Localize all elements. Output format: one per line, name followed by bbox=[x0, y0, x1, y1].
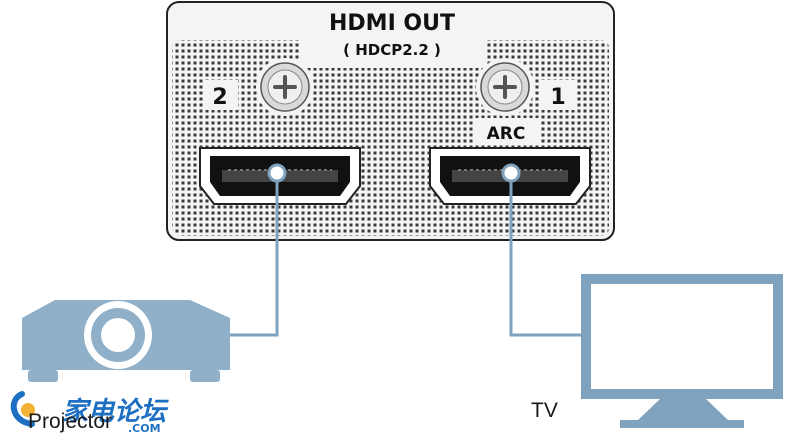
panel-subtitle: ( HDCP2.2 ) bbox=[343, 41, 441, 59]
watermark-swirl-icon bbox=[10, 391, 35, 427]
cable-to-projector bbox=[230, 163, 287, 337]
panel-title: HDMI OUT bbox=[329, 11, 455, 36]
svg-text:家电论坛: 家电论坛 bbox=[62, 397, 169, 427]
screw-icon bbox=[256, 58, 314, 116]
tv-icon bbox=[581, 274, 783, 428]
arc-label: ARC bbox=[487, 124, 526, 144]
svg-text:.COM: .COM bbox=[128, 422, 161, 434]
cable-to-tv bbox=[501, 163, 582, 337]
tv-label: TV bbox=[531, 399, 558, 422]
port-2-number: 2 bbox=[212, 85, 227, 110]
watermark-logo: 家电论坛 .COM bbox=[10, 391, 169, 434]
screw-icon bbox=[476, 58, 534, 116]
projector-icon bbox=[22, 300, 230, 382]
projector-label: Projector bbox=[28, 410, 113, 433]
port-1-number: 1 bbox=[550, 85, 565, 110]
hdmi-out-panel: HDMI OUT ( HDCP2.2 ) 2 1 bbox=[166, 1, 615, 241]
